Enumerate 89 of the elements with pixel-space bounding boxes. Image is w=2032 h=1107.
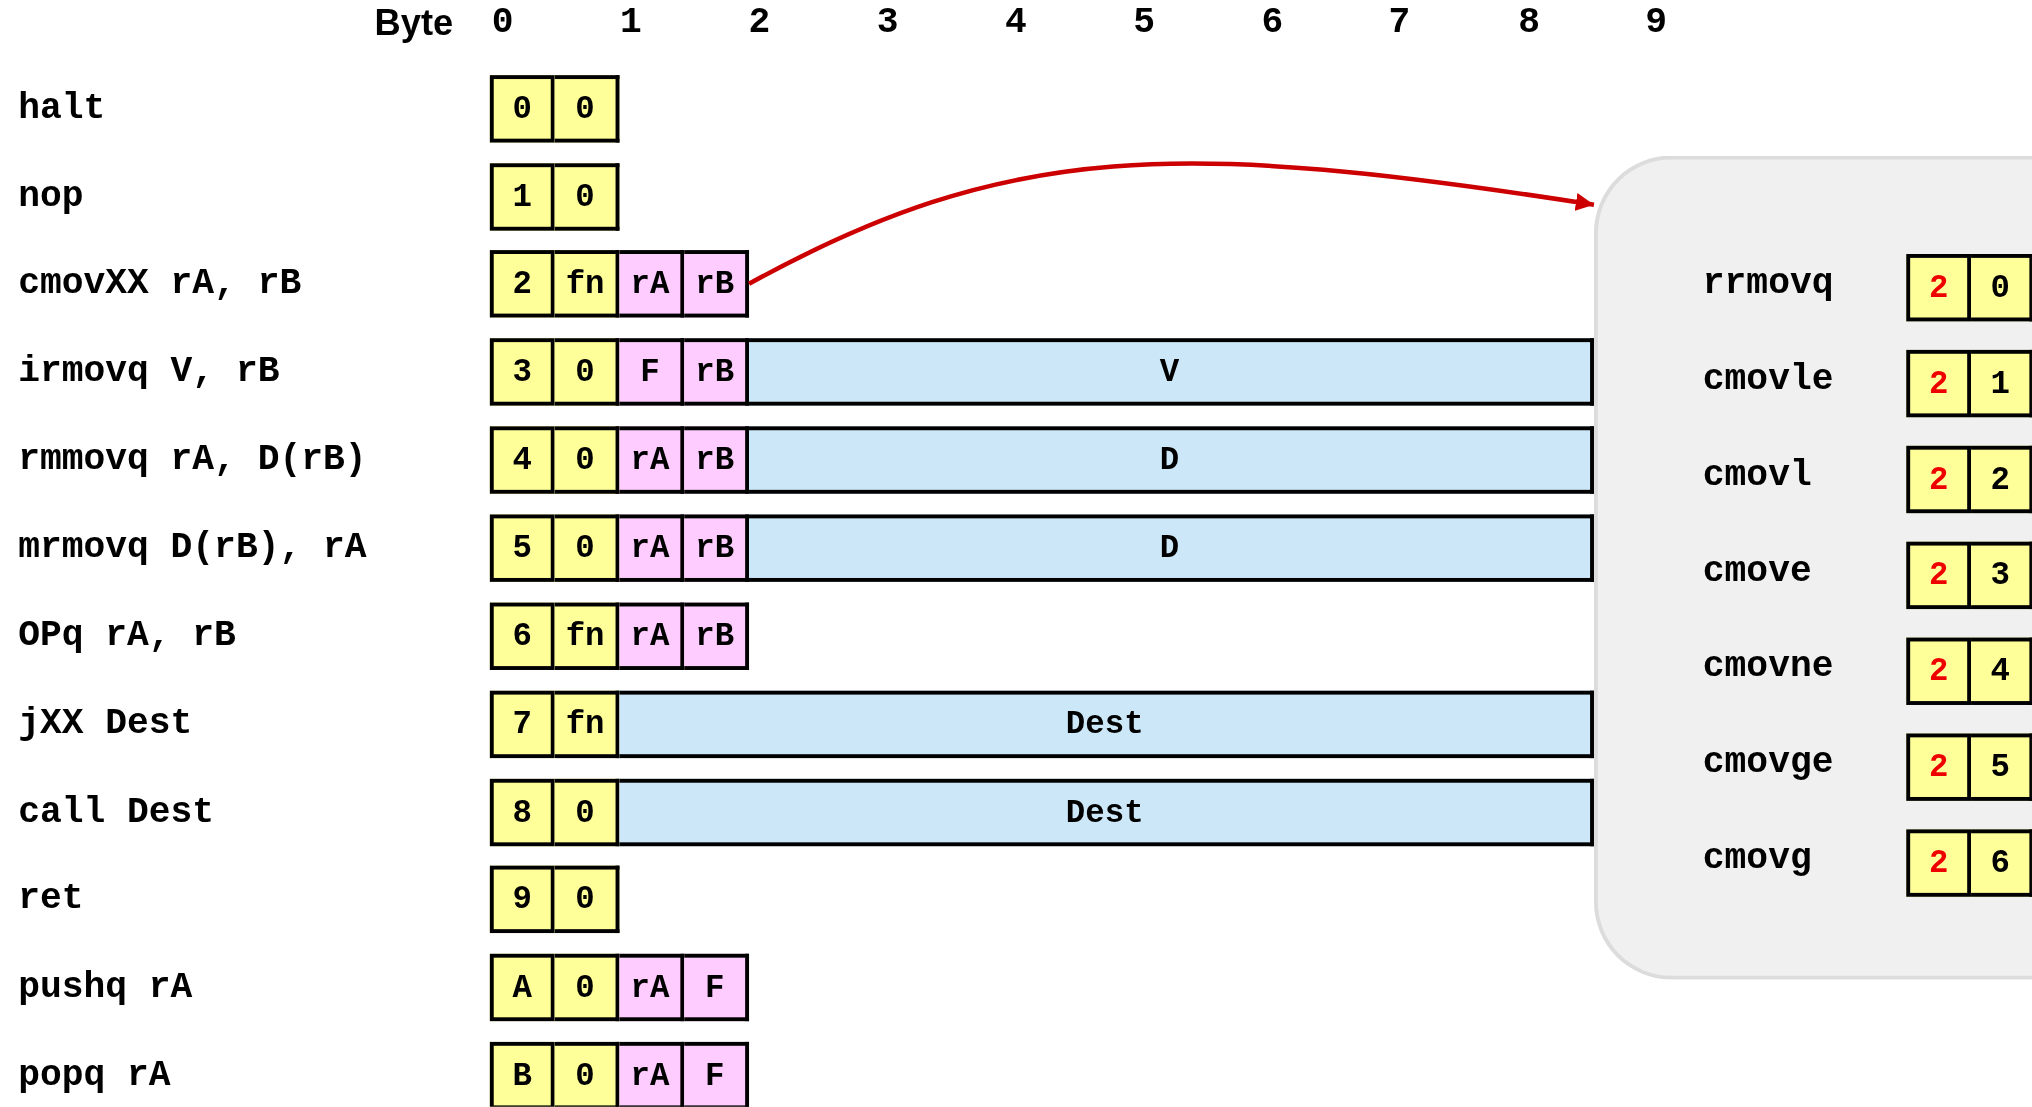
- function-field: 0: [554, 75, 620, 143]
- instruction-name: OPq rA, rB: [18, 614, 236, 658]
- byte-number: 5: [1133, 1, 1156, 45]
- register-field: rA: [619, 426, 685, 494]
- instruction-name: irmovq V, rB: [18, 350, 280, 394]
- function-field: 0: [554, 514, 620, 582]
- function-field: 0: [554, 426, 620, 494]
- function-field: fn: [554, 250, 620, 318]
- byte-number: 9: [1645, 1, 1667, 45]
- opcode-field: 7: [489, 690, 555, 759]
- register-field: rB: [684, 250, 750, 318]
- opcode-field: 2: [1906, 637, 1972, 705]
- constant-field: Dest: [619, 690, 1594, 759]
- instruction-name: cmovXX rA, rB: [18, 262, 302, 306]
- constant-field: V: [749, 338, 1594, 406]
- opcode-field: 8: [489, 778, 555, 847]
- function-field: 0: [554, 953, 620, 1022]
- opcode-field: B: [489, 1041, 555, 1107]
- opcode-field: 2: [1906, 254, 1972, 322]
- instruction-name: cmovg: [1702, 837, 1812, 881]
- constant-field: D: [749, 426, 1594, 494]
- constant-field: Dest: [619, 778, 1594, 847]
- function-field: fn: [554, 690, 620, 759]
- instruction-name: rrmovq: [1702, 262, 1834, 306]
- function-field: 0: [554, 778, 620, 847]
- instruction-name: ret: [18, 877, 84, 921]
- instruction-name: jXX Dest: [18, 702, 193, 746]
- byte-number: 2: [748, 1, 771, 45]
- panel-background: [1593, 155, 2032, 980]
- axis-title: Byte: [374, 1, 454, 45]
- instruction-name: cmovle: [1702, 357, 1834, 402]
- register-field: rA: [619, 602, 685, 670]
- opcode-field: 6: [489, 602, 555, 670]
- function-field: fn: [554, 602, 620, 670]
- function-field: 1: [1971, 349, 2032, 418]
- function-field: 0: [554, 338, 620, 406]
- byte-number: 3: [876, 1, 899, 45]
- instruction-name: call Dest: [18, 790, 215, 834]
- opcode-field: 4: [489, 426, 555, 494]
- arrow: [748, 161, 1595, 286]
- byte-number: 1: [620, 1, 642, 45]
- instruction-name: rmmovq rA, D(rB): [18, 438, 367, 482]
- register-field: rB: [684, 338, 750, 406]
- opcode-field: 2: [1906, 445, 1972, 514]
- register-field: F: [684, 1041, 750, 1107]
- instruction-name: halt: [18, 87, 106, 131]
- register-field: rB: [684, 514, 750, 582]
- function-field: 0: [1971, 254, 2032, 322]
- instruction-name: cmove: [1702, 549, 1812, 593]
- opcode-field: 9: [489, 865, 555, 934]
- instruction-name: mrmovq D(rB), rA: [18, 526, 367, 570]
- opcode-field: A: [489, 953, 555, 1022]
- function-field: 0: [554, 865, 620, 934]
- instruction-name: pushq rA: [18, 965, 193, 1009]
- register-field: F: [619, 338, 685, 406]
- instruction-name: cmovge: [1702, 741, 1834, 785]
- function-field: 3: [1971, 541, 2032, 610]
- instruction-name: cmovne: [1702, 645, 1834, 689]
- instruction-name: nop: [18, 175, 84, 219]
- opcode-field: 2: [1906, 349, 1972, 418]
- register-field: rA: [619, 514, 685, 582]
- instruction-name: popq rA: [18, 1053, 171, 1098]
- function-field: 0: [554, 163, 620, 231]
- function-field: 5: [1971, 733, 2032, 801]
- opcode-field: 0: [489, 75, 555, 143]
- opcode-field: 3: [489, 338, 555, 406]
- instruction-name: cmovl: [1702, 453, 1812, 498]
- byte-number: 4: [1004, 1, 1027, 45]
- byte-number: 8: [1518, 1, 1540, 45]
- byte-number: 0: [491, 1, 514, 45]
- opcode-field: 2: [489, 250, 555, 318]
- function-field: 2: [1971, 445, 2032, 514]
- opcode-field: 2: [1906, 541, 1972, 610]
- byte-number: 6: [1261, 1, 1284, 45]
- opcode-field: 5: [489, 514, 555, 582]
- opcode-field: 1: [489, 163, 555, 231]
- opcode-field: 2: [1906, 829, 1972, 897]
- function-field: 0: [554, 1041, 620, 1107]
- constant-field: D: [749, 514, 1594, 582]
- register-field: rB: [684, 426, 750, 494]
- register-field: F: [684, 953, 750, 1022]
- function-field: 4: [1971, 637, 2032, 705]
- opcode-field: 2: [1906, 733, 1972, 801]
- byte-number: 7: [1388, 1, 1411, 45]
- register-field: rA: [619, 953, 685, 1022]
- register-field: rB: [684, 602, 750, 670]
- function-field: 6: [1971, 829, 2032, 897]
- register-field: rA: [619, 1041, 685, 1107]
- register-field: rA: [619, 250, 685, 318]
